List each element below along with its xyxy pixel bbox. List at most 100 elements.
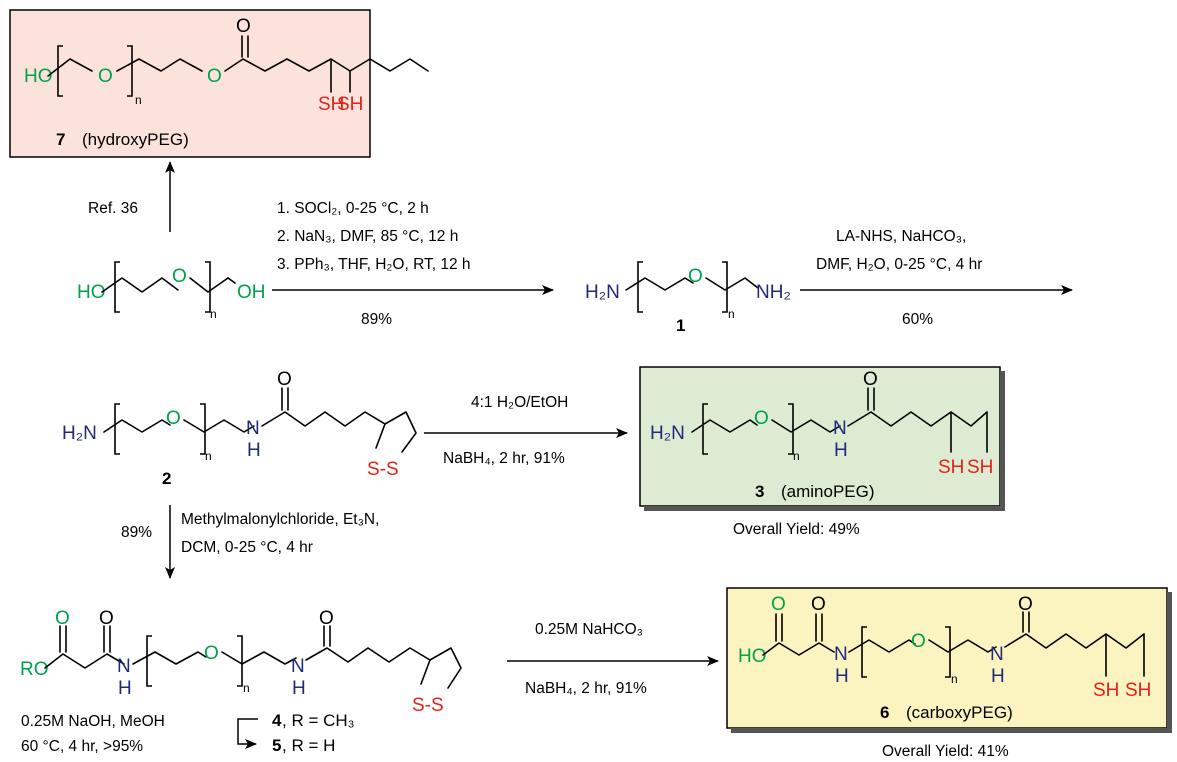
compound-5-label: , R = H — [282, 736, 335, 755]
compound-4-number: 4 — [272, 711, 282, 730]
bracket-right — [788, 403, 794, 455]
atom-sh: SH — [1093, 680, 1119, 701]
bond-chain — [762, 642, 835, 656]
bond-chain — [103, 419, 171, 433]
subscript-n: n — [210, 307, 217, 321]
atom-h: H — [247, 440, 261, 461]
atom-ro: RO — [20, 659, 49, 680]
overall-yield-6: Overall Yield: 41% — [882, 743, 1009, 760]
bracket-left — [57, 45, 63, 97]
atom-h: H — [991, 666, 1005, 687]
bracket-left — [637, 261, 643, 313]
atom-o: O — [172, 266, 187, 287]
atom-o: O — [771, 594, 786, 615]
compound-7-number: 7 — [56, 130, 65, 149]
atom-h: H — [834, 440, 848, 461]
compound-1-number: 1 — [676, 316, 685, 335]
atom-ho: HO — [738, 646, 767, 667]
atom-s-s: S-S — [367, 459, 399, 480]
atom-o: O — [204, 643, 219, 664]
compound-3: H₂N O N H O SH SH n 3 (aminoPEG) — [639, 366, 1005, 511]
compound-6-name: (carboxyPEG) — [906, 703, 1013, 722]
bracket-left — [702, 403, 708, 455]
subscript-n: n — [793, 449, 800, 463]
bracket-right — [127, 45, 133, 97]
subscript-n: n — [951, 672, 958, 686]
atom-sh: SH — [938, 457, 964, 478]
bracket-right — [205, 261, 211, 313]
bond-chain — [221, 651, 297, 665]
bond-chain — [189, 277, 229, 293]
atom-s-s: S-S — [412, 695, 444, 716]
compound-7-name: (hydroxyPEG) — [82, 130, 189, 149]
reaction-yield: 89% — [121, 524, 152, 541]
atom-n: N — [291, 656, 305, 677]
reaction-condition-line2: DMF, H₂O, 0-25 °C, 4 hr — [816, 256, 982, 273]
atom-sh: SH — [1125, 680, 1151, 701]
atom-n: N — [246, 418, 260, 439]
atom-ho: HO — [24, 66, 53, 87]
compound-7: HO O O O SH SH n 7 (hydroxyPEG) — [9, 9, 429, 158]
bracket-left — [861, 626, 867, 678]
compound-2-number: 2 — [162, 469, 171, 488]
compound-6-number: 6 — [880, 703, 889, 722]
bracket-right — [722, 261, 728, 313]
bond-chain — [847, 411, 988, 427]
compound-3-box — [639, 366, 1001, 507]
compound-6: HO O O N H O N H O SH SH n 6 (carboxyPEG… — [726, 587, 1172, 733]
atom-sh: SH — [967, 457, 993, 478]
dithiolane-ring — [420, 647, 462, 689]
atom-o: O — [99, 608, 114, 629]
atom-o: O — [811, 594, 826, 615]
atom-h: H — [835, 666, 849, 687]
bond-chain — [928, 639, 997, 653]
bond-chain — [705, 277, 759, 291]
compound-4-5: RO O O N H O N H O S-S n — [20, 608, 462, 716]
arrow-4-to-5 — [237, 718, 258, 749]
bond-chain — [44, 653, 125, 669]
atom-o: O — [236, 16, 251, 37]
reaction-yield: 89% — [361, 311, 392, 328]
atom-o: O — [1018, 594, 1033, 615]
compound-5-number: 5 — [272, 736, 281, 755]
atom-ho: HO — [77, 282, 106, 303]
atom-sh: SH — [318, 94, 344, 115]
compound-4-label: , R = CH₃ — [282, 711, 355, 730]
overall-yield-3: Overall Yield: 49% — [733, 521, 860, 538]
atom-o: O — [166, 408, 181, 429]
bond-chain — [691, 419, 758, 433]
reaction-condition-line1: 0.25M NaOH, MeOH — [21, 713, 165, 730]
atom-h2n: H₂N — [62, 423, 97, 444]
reaction-condition-line1: 4:1 H₂O/EtOH — [471, 394, 568, 411]
reaction-condition-line1: LA-NHS, NaHCO₃, — [836, 228, 966, 245]
bond-chain — [132, 651, 207, 665]
bond-chain — [625, 277, 694, 291]
bracket-left — [114, 403, 120, 455]
subscript-n: n — [728, 307, 735, 321]
bond-chain — [227, 277, 236, 284]
atom-h2n: H₂N — [585, 282, 620, 303]
bracket-left — [146, 635, 152, 687]
reaction-step-2: 2. NaN₃, DMF, 85 °C, 12 h — [277, 228, 458, 245]
atom-oh: OH — [237, 282, 266, 303]
reaction-step-1: 1. SOCl₂, 0-25 °C, 2 h — [277, 200, 429, 217]
atom-n: N — [833, 418, 847, 439]
atom-o: O — [863, 369, 878, 390]
compound-3-name: (aminoPEG) — [781, 482, 875, 501]
bond-chain — [1004, 633, 1145, 649]
bond-chain — [305, 647, 431, 663]
dithiolane-ring — [375, 411, 417, 453]
reaction-condition-line2: NaBH₄, 2 hr, 91% — [443, 450, 565, 467]
bracket-right — [237, 635, 243, 687]
bracket-left — [114, 261, 120, 313]
subscript-n: n — [205, 449, 212, 463]
compound-2: H₂N O N H O S-S n 2 — [62, 369, 417, 488]
bond-chain — [101, 277, 179, 293]
reaction-yield: 60% — [902, 311, 933, 328]
bracket-right — [945, 626, 951, 678]
atom-o: O — [55, 608, 70, 629]
atom-h: H — [292, 678, 306, 699]
bracket-right — [200, 403, 206, 455]
reaction-condition-line1: 0.25M NaHCO₃ — [535, 621, 643, 638]
